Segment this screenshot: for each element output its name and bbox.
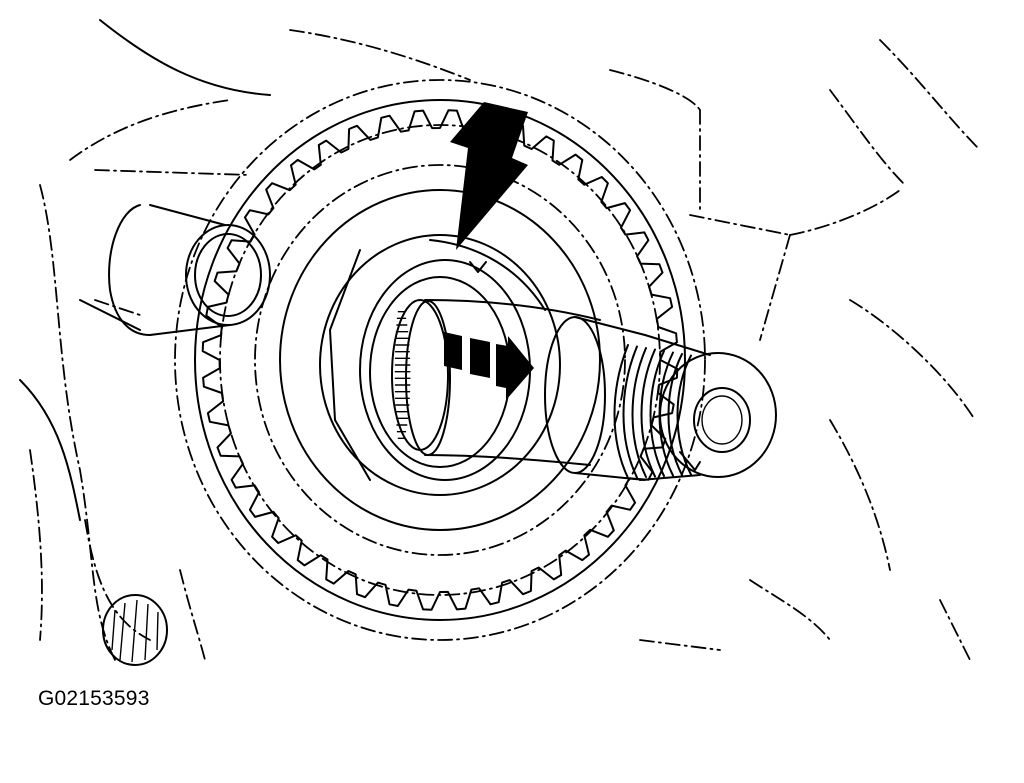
figure-code: G02153593: [38, 687, 150, 710]
inner-rings: [254, 164, 626, 556]
spline-collar: [391, 299, 449, 451]
threaded-hole: [102, 594, 168, 666]
callout-arrow-solid: [450, 102, 528, 250]
dowel-pin: [94, 204, 271, 336]
direction-arrow-dashed: [444, 332, 534, 400]
housing: [19, 19, 981, 661]
shaft: [405, 299, 777, 481]
